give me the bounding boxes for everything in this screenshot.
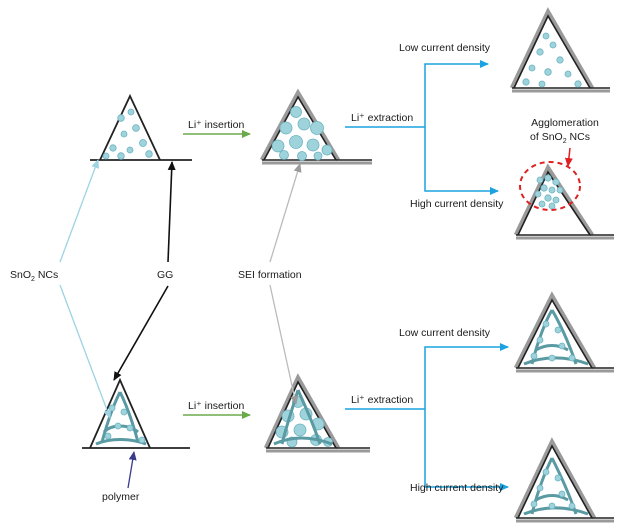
polymer-pointer-line	[127, 451, 137, 489]
label-low-current-bottom: Low current density	[399, 327, 491, 339]
label-li-extraction-top: Li⁺ extraction	[351, 112, 413, 124]
particle-group	[530, 468, 576, 510]
sno2-low-current-cell	[509, 7, 610, 93]
sno2-high-current-cell	[513, 161, 614, 240]
label-li-extraction-bottom: Li⁺ extraction	[351, 394, 413, 406]
particle-group	[530, 320, 576, 362]
sno2-pointer-line-bottom	[59, 284, 111, 419]
inserted-sno2-cell	[260, 88, 372, 165]
polymer-network	[273, 389, 333, 446]
polymer-network	[523, 457, 589, 516]
label-li-insertion-bottom: Li⁺ insertion	[188, 400, 244, 412]
label-li-insertion-top: Li⁺ insertion	[188, 119, 244, 131]
gg-pointer-arrow-up	[167, 161, 176, 263]
pristine-sno2-cell	[90, 93, 192, 161]
label-low-current-top: Low current density	[399, 42, 491, 54]
particle-group	[104, 404, 146, 444]
label-sei-formation: SEI formation	[238, 269, 302, 281]
label-agglomeration-line2: of SnO2 NCs	[530, 131, 590, 145]
gg-polymer-cell	[82, 377, 190, 449]
sei-pointer-line-top	[269, 163, 302, 263]
gg-low-current-cell	[513, 291, 614, 373]
gg-pointer-arrow-down	[113, 285, 169, 381]
label-gg: GG	[157, 269, 173, 281]
particle-group	[102, 108, 153, 160]
label-high-current-bottom: High current density	[410, 482, 504, 494]
label-agglomeration-line1: Agglomeration	[531, 117, 599, 129]
sei-pointer-line-bottom	[269, 284, 299, 405]
label-high-current-top: High current density	[410, 198, 504, 210]
particle-group	[534, 174, 564, 210]
agglomeration-pointer-line	[564, 147, 573, 167]
li-extraction-branch-bottom	[345, 343, 509, 491]
particle-group	[271, 106, 333, 161]
particle-group	[522, 32, 582, 88]
gg-inserted-cell	[263, 373, 370, 453]
label-sno2-ncs: SnO2 NCs	[10, 269, 58, 283]
label-polymer: polymer	[102, 491, 140, 503]
agglomeration-circle	[519, 161, 581, 211]
sno2-pointer-line-top	[59, 159, 99, 263]
gg-high-current-cell	[513, 437, 614, 523]
li-extraction-branch-top	[345, 60, 499, 195]
